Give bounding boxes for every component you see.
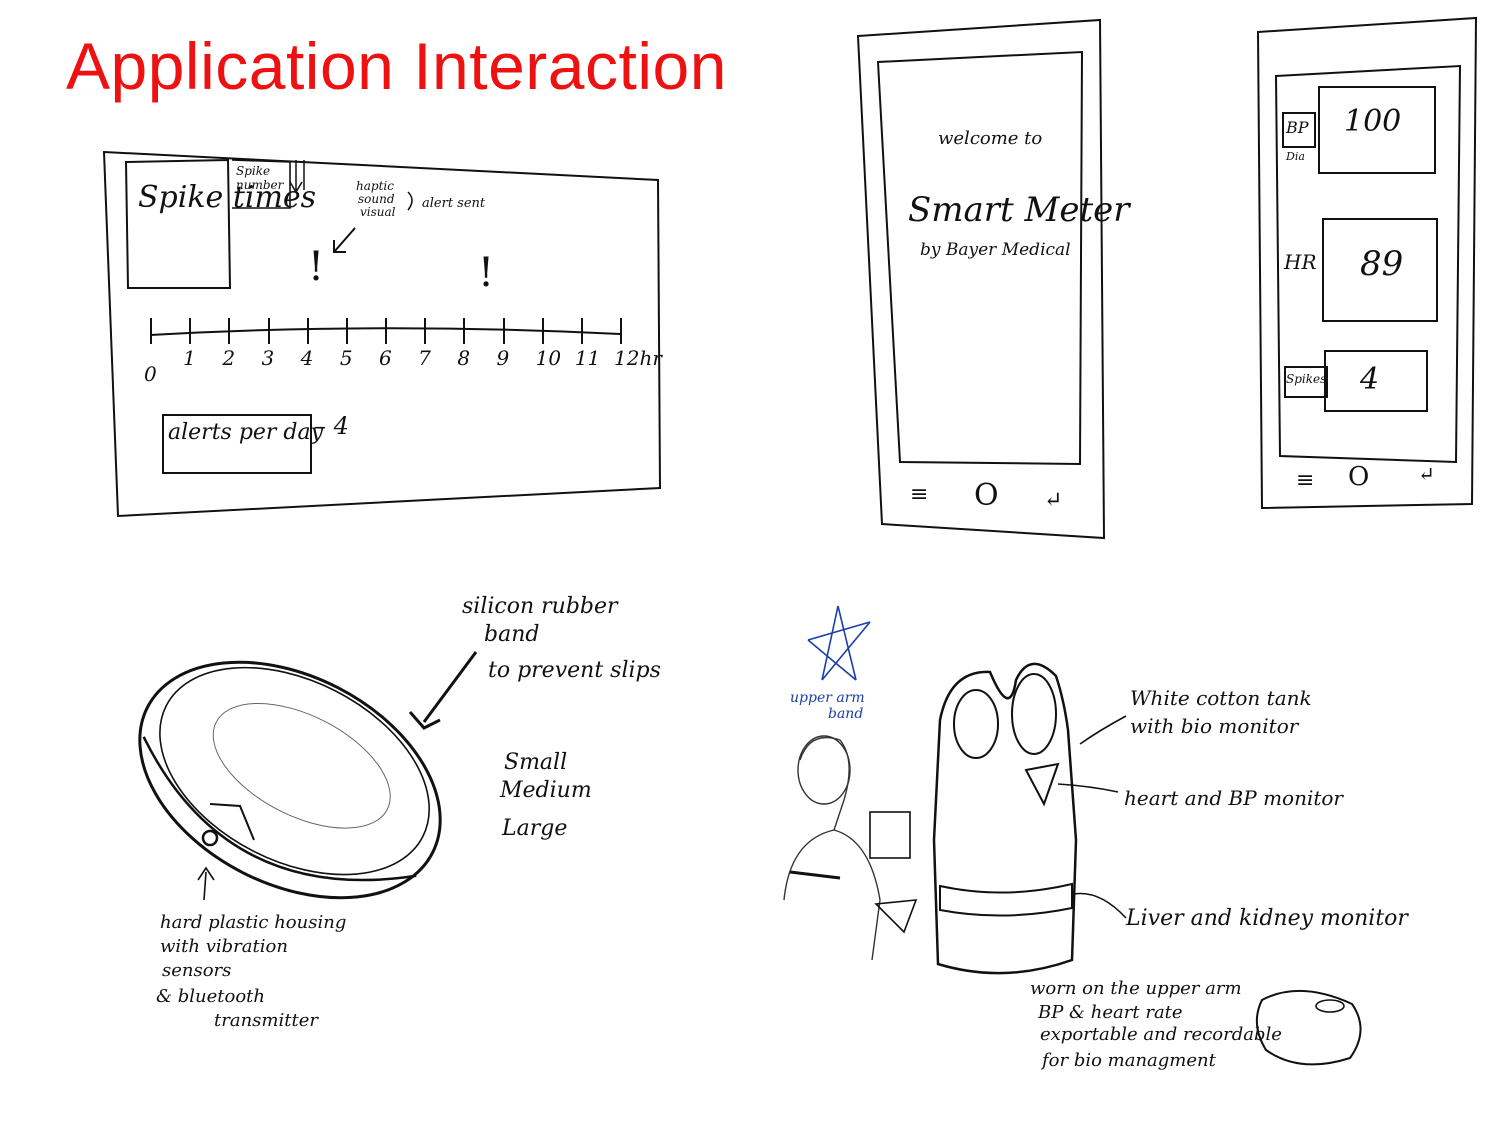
alert-type-sound: sound (358, 192, 395, 206)
bp-value: 100 (1344, 104, 1402, 139)
housing-note-line-3: sensors (162, 960, 232, 981)
timeline-tick (541, 318, 544, 344)
bp-sub-label: Dia (1286, 150, 1305, 163)
hr-value: 89 (1360, 244, 1404, 284)
rubber-note-line-2: band (484, 622, 540, 647)
timeline-tick-label: 9 (496, 346, 510, 370)
timeline-tick-label: 0 (144, 362, 157, 386)
timeline-tick (463, 318, 466, 344)
timeline-tick-label: 4 (300, 346, 314, 370)
timeline-tick-label: 2 (222, 346, 236, 370)
timeline-tick-label: 11 (574, 346, 601, 370)
timeline-tick-label: 10 (535, 346, 562, 370)
hr-label: HR (1284, 250, 1317, 274)
timeline-tick (306, 318, 309, 344)
timeline-tick-label: 5 (339, 346, 353, 370)
timeline-tick-label: 1 (183, 346, 196, 370)
alert-marker-2: ! (478, 250, 495, 296)
timeline-tick-label: 12hr (614, 346, 662, 370)
size-small: Small (504, 750, 568, 775)
housing-note-line-1: hard plastic housing (160, 912, 347, 933)
size-large: Large (502, 816, 568, 841)
home-icon[interactable]: O (974, 478, 999, 513)
heart-note: heart and BP monitor (1124, 786, 1343, 810)
housing-note-line-5: transmitter (214, 1010, 318, 1031)
spikes-value-box (1324, 350, 1428, 412)
timeline-tick-label: 7 (418, 346, 431, 370)
worn-note-line-4: for bio managment (1042, 1050, 1216, 1071)
rubber-note-line-1: silicon rubber (462, 594, 618, 619)
housing-note-line-4: & bluetooth (156, 986, 266, 1007)
alerts-per-day-box (162, 414, 312, 474)
spikes-label-box (1284, 366, 1328, 398)
timeline-tick (580, 318, 583, 344)
timeline-tick (228, 318, 231, 344)
timeline-tick (502, 318, 505, 344)
tank-note-line-1: White cotton tank (1130, 686, 1312, 710)
worn-note-line-3: exportable and recordable (1040, 1024, 1282, 1045)
timeline-tick (620, 318, 622, 344)
liver-note: Liver and kidney monitor (1126, 906, 1408, 931)
back-icon[interactable]: ↵ (1044, 488, 1063, 513)
menu-icon[interactable]: ≡ (1296, 468, 1315, 493)
timeline-tick (385, 318, 387, 344)
timeline-tick (424, 318, 427, 344)
bp-label-box (1282, 112, 1316, 148)
upper-arm-note-line-2: band (828, 706, 864, 722)
spike-number-label: Spike number (236, 164, 284, 192)
worn-note-line-2: BP & heart rate (1038, 1002, 1183, 1023)
rubber-note-line-3: to prevent slips (488, 658, 661, 683)
upper-arm-note-line-1: upper arm (790, 690, 865, 706)
alert-marker-1: ! (308, 244, 325, 290)
back-icon[interactable]: ↵ (1418, 462, 1435, 486)
spike-times-label: Spike times (138, 180, 317, 215)
page-title: Application Interaction (66, 29, 727, 103)
timeline-tick-label: 3 (261, 346, 275, 370)
timeline-tick-label: 8 (457, 346, 471, 370)
alert-sent-label: alert sent (422, 196, 486, 211)
spikes-label: Spikes (1286, 372, 1327, 386)
bp-label: BP (1286, 118, 1309, 137)
timeline-tick (345, 318, 348, 344)
alerts-per-day-label: alerts per day (168, 420, 324, 445)
timeline-tick (150, 318, 152, 344)
alert-type-haptic: haptic (356, 179, 394, 193)
timeline-tick (267, 318, 270, 344)
alerts-per-day-value: – 4 (314, 412, 349, 440)
timeline-tick-label: 6 (379, 346, 392, 370)
menu-icon[interactable]: ≡ (910, 482, 929, 507)
size-medium: Medium (500, 778, 592, 803)
hr-value-box (1322, 218, 1438, 322)
home-icon[interactable]: O (1348, 462, 1370, 492)
app-name: Smart Meter (908, 190, 1130, 230)
app-byline: by Bayer Medical (920, 240, 1071, 260)
housing-note-line-2: with vibration (160, 936, 288, 957)
timeline-tick (189, 318, 192, 344)
welcome-text: welcome to (938, 128, 1043, 149)
worn-note-line-1: worn on the upper arm (1030, 978, 1242, 999)
tank-note-line-2: with bio monitor (1130, 714, 1299, 738)
spikes-value: 4 (1360, 362, 1380, 397)
bp-value-box (1318, 86, 1436, 174)
alert-type-visual: visual (360, 205, 396, 219)
